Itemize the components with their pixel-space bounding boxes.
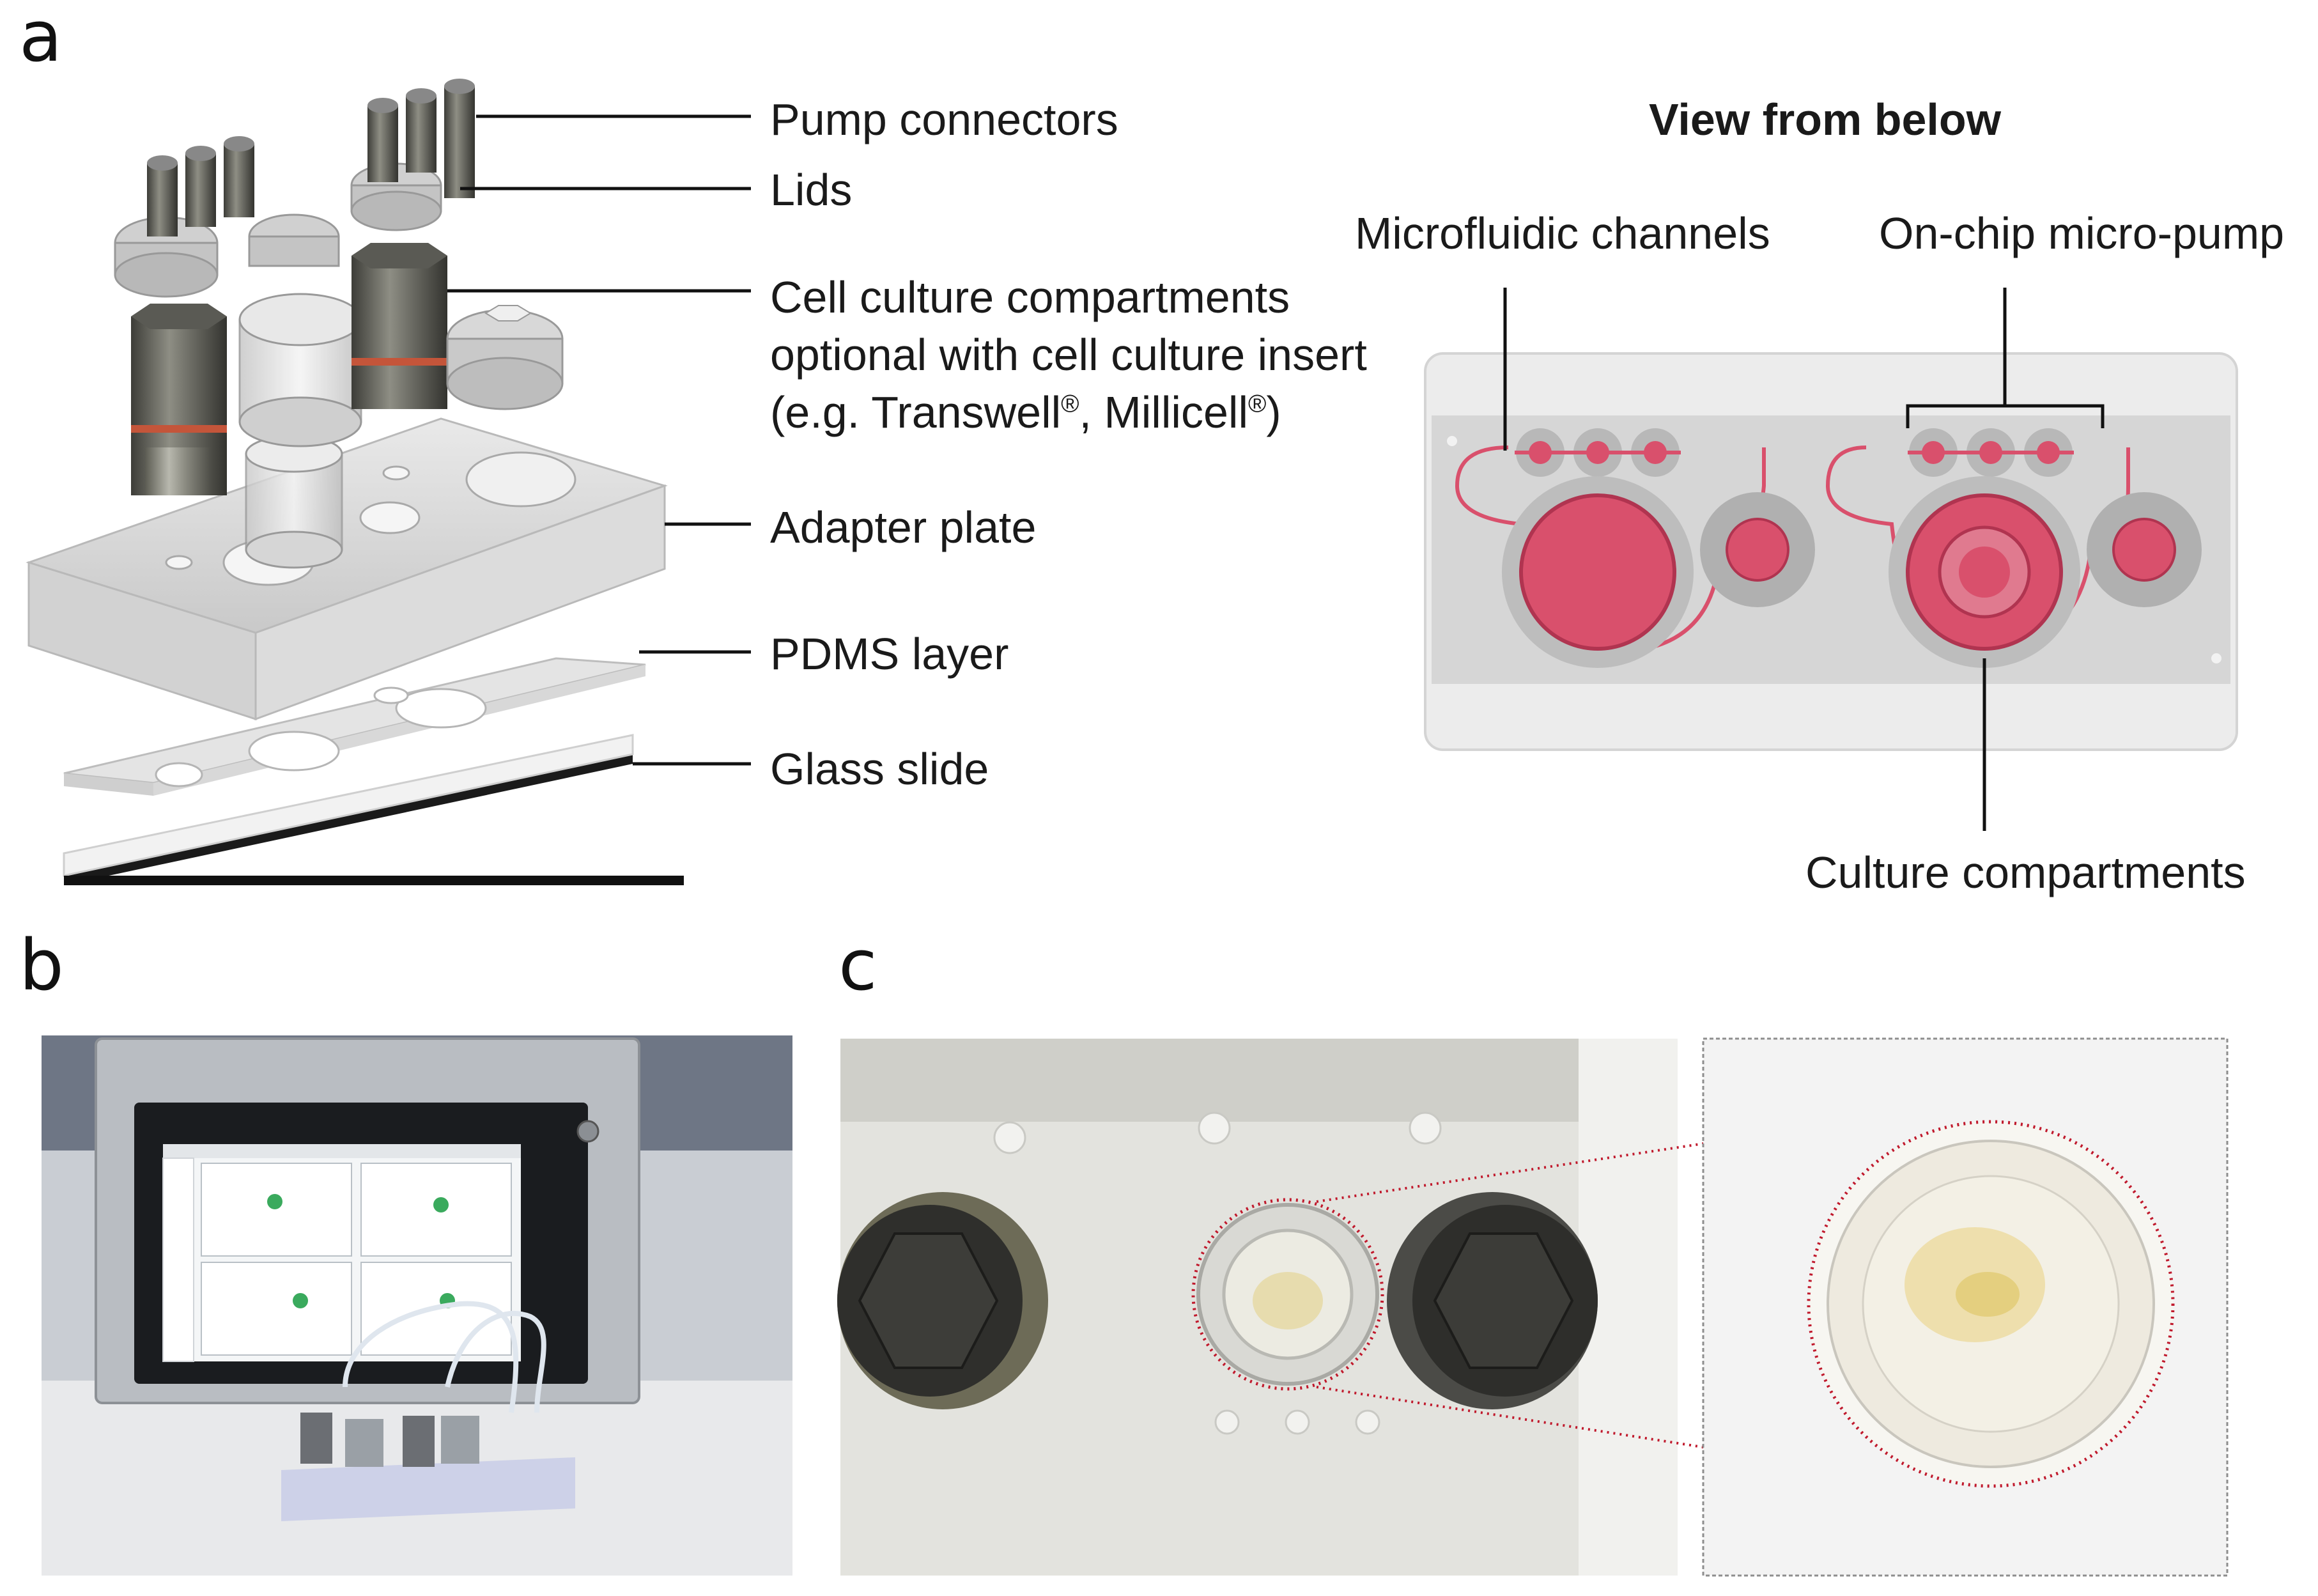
panel-letter-c: c xyxy=(838,924,877,1006)
cell-culture-insert-shape xyxy=(245,435,343,569)
lid-right-side xyxy=(446,305,564,410)
pump-connectors-left xyxy=(147,136,254,236)
cell-culture-compartment-center xyxy=(238,293,362,447)
label-culture-compartments: Culture compartments xyxy=(1805,848,2246,897)
photo-panel-b xyxy=(42,1035,792,1576)
label-pump-connectors: Pump connectors xyxy=(770,95,1118,144)
label-cell-culture-line1: Cell culture compartments xyxy=(770,272,1290,322)
label-pdms-layer: PDMS layer xyxy=(770,629,1009,679)
panel-letter-a: a xyxy=(19,0,63,77)
photo-panel-c-left xyxy=(837,1039,1678,1576)
chip-module-right xyxy=(1825,428,2202,668)
chip-bottom-view xyxy=(1424,352,2238,751)
label-glass-slide: Glass slide xyxy=(770,744,989,794)
label-view-from-below: View from below xyxy=(1649,95,2002,144)
glass-slide-shape xyxy=(63,734,684,885)
registered-mark-1: ® xyxy=(1061,390,1079,418)
label-cell-culture-line3: (e.g. Transwell®, Millicell®) xyxy=(770,390,1281,435)
label-adapter-plate: Adapter plate xyxy=(770,502,1037,552)
label-on-chip-micro-pump: On-chip micro-pump xyxy=(1879,208,2285,258)
label-cell-culture-line2: optional with cell culture insert xyxy=(770,330,1367,380)
cell-culture-compartment-left xyxy=(131,304,227,495)
zoom-connector-lines xyxy=(1316,1114,1892,1478)
callout-lines xyxy=(447,114,751,766)
label-microfluidic-channels: Microfluidic channels xyxy=(1355,208,1770,258)
chip-callout-lines xyxy=(1503,288,2105,831)
chip-module-left xyxy=(1455,428,1815,668)
label-line3-mid: , Millicell xyxy=(1079,387,1248,437)
registered-mark-2: ® xyxy=(1248,390,1267,418)
label-line3-suffix: ) xyxy=(1266,387,1281,437)
panel-letter-b: b xyxy=(19,924,64,1006)
label-line3-prefix: (e.g. Transwell xyxy=(770,387,1062,437)
photo-panel-c-zoom xyxy=(1702,1037,2229,1577)
label-lids: Lids xyxy=(770,165,853,215)
pdms-layer-shape xyxy=(63,657,646,796)
lids-shape xyxy=(114,162,442,298)
cell-culture-compartment-right xyxy=(352,243,447,409)
pump-connectors-right xyxy=(367,79,475,198)
